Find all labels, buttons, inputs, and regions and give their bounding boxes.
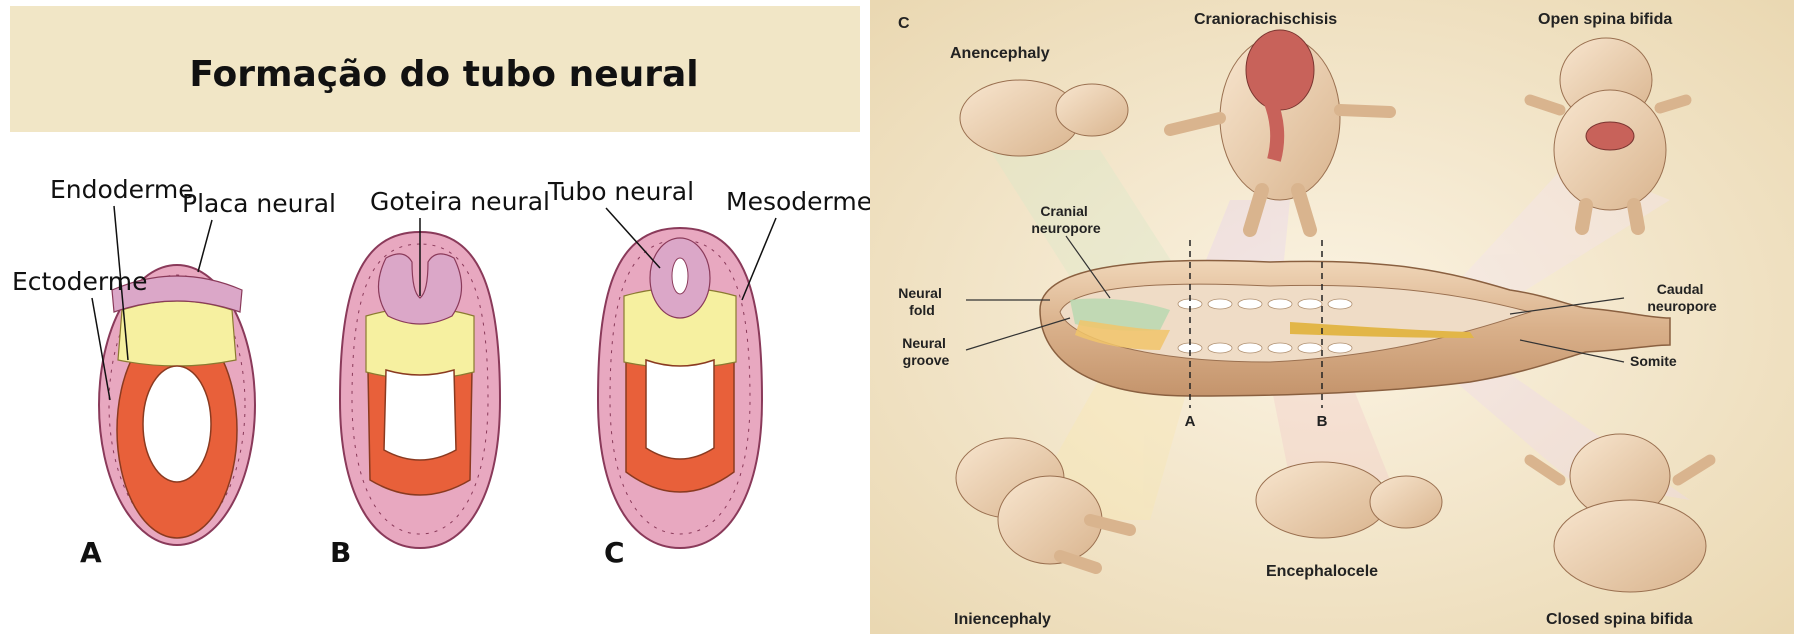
label-cranial-neuropore: Cranial neuropore xyxy=(1031,203,1100,236)
label-line: neuropore xyxy=(1031,220,1100,236)
stage-letter-b: B xyxy=(330,536,351,569)
neural-tube-defects-panel: C Anencephaly Craniorachischisis Open sp… xyxy=(870,0,1794,634)
label-section-b: B xyxy=(1317,413,1328,430)
label-endoderme: Endoderme xyxy=(50,175,194,204)
panel-title: Formação do tubo neural xyxy=(189,54,698,95)
label-craniorachischisis: Craniorachischisis xyxy=(1194,11,1337,28)
label-line: groove xyxy=(903,352,950,368)
panel-letter: C xyxy=(898,15,910,32)
label-placa-neural: Placa neural xyxy=(182,189,336,218)
label-encephalocele: Encephalocele xyxy=(1266,563,1378,580)
label-line: neuropore xyxy=(1647,298,1716,314)
label-ectoderme: Ectoderme xyxy=(12,267,147,296)
label-anencephaly: Anencephaly xyxy=(950,45,1050,62)
label-line: fold xyxy=(909,302,935,318)
stage-letter-a: A xyxy=(80,536,102,569)
stage-c-embryo xyxy=(598,228,762,548)
label-neural-groove: Neural groove xyxy=(902,335,949,368)
neural-tube-diagram: Formação do tubo neural xyxy=(0,0,870,634)
label-goteira-neural: Goteira neural xyxy=(370,187,550,216)
label-open-spina-bifida: Open spina bifida xyxy=(1538,11,1672,28)
label-caudal-neuropore: Caudal neuropore xyxy=(1647,281,1716,314)
label-iniencephaly: Iniencephaly xyxy=(954,611,1051,628)
neural-tube-defects-illustration: C Anencephaly Craniorachischisis Open sp… xyxy=(870,0,1794,634)
stage-a-embryo xyxy=(99,265,255,545)
label-section-a: A xyxy=(1185,413,1196,430)
label-closed-spina-bifida: Closed spina bifida xyxy=(1546,611,1693,628)
stage-letter-c: C xyxy=(604,536,625,569)
label-somite: Somite xyxy=(1630,353,1677,369)
label-mesoderme: Mesoderme xyxy=(726,187,870,216)
label-tubo-neural: Tubo neural xyxy=(547,177,694,206)
neural-tube-formation-panel: Formação do tubo neural xyxy=(0,0,870,634)
